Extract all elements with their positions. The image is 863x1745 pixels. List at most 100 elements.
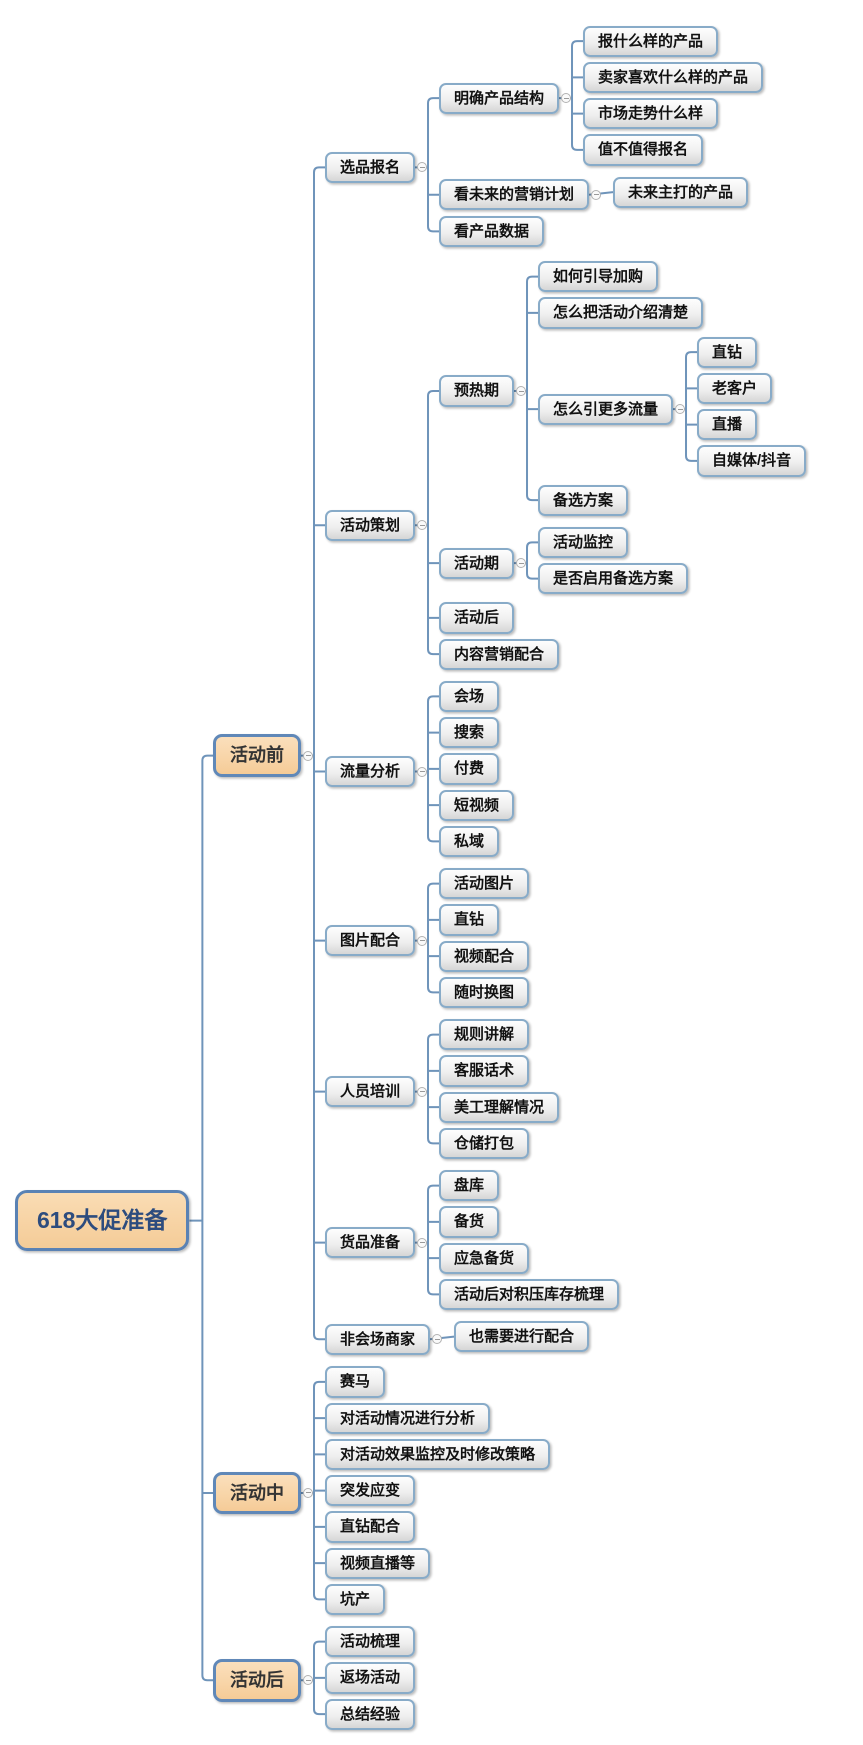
leaf-node[interactable]: 活动图片 bbox=[439, 868, 530, 900]
leaf-node[interactable]: 看产品数据 bbox=[439, 215, 545, 247]
branch-node[interactable]: 货品准备 bbox=[325, 1227, 416, 1259]
leaf-node[interactable]: 市场走势什么样 bbox=[583, 98, 719, 130]
leaf-node[interactable]: 客服话术 bbox=[439, 1055, 530, 1087]
node-label: 对活动情况进行分析 bbox=[340, 1409, 476, 1427]
node-label: 活动中 bbox=[230, 1482, 284, 1503]
collapse-minus-icon[interactable] bbox=[516, 558, 527, 569]
leaf-node[interactable]: 短视频 bbox=[439, 789, 515, 821]
collapse-minus-icon[interactable] bbox=[591, 189, 602, 200]
leaf-node[interactable]: 怎么把活动介绍清楚 bbox=[538, 297, 704, 329]
node-label: 仓储打包 bbox=[454, 1134, 515, 1152]
primary-branch-node[interactable]: 活动中 bbox=[213, 1471, 301, 1515]
node-label: 流量分析 bbox=[340, 762, 401, 780]
leaf-node[interactable]: 直播 bbox=[697, 409, 758, 441]
leaf-node[interactable]: 值不值得报名 bbox=[583, 134, 704, 166]
branch-node[interactable]: 选品报名 bbox=[325, 151, 416, 183]
leaf-node[interactable]: 活动后对积压库存梳理 bbox=[439, 1278, 620, 1310]
leaf-node[interactable]: 内容营销配合 bbox=[439, 638, 560, 670]
branch-node[interactable]: 怎么引更多流量 bbox=[538, 393, 674, 425]
node-label: 怎么引更多流量 bbox=[553, 400, 659, 418]
node-label: 活动期 bbox=[454, 554, 500, 572]
leaf-node[interactable]: 直钻配合 bbox=[325, 1511, 416, 1543]
leaf-node[interactable]: 活动梳理 bbox=[325, 1626, 416, 1658]
node-label: 直钻 bbox=[712, 343, 743, 361]
node-label: 人员培训 bbox=[340, 1083, 401, 1100]
node-label: 活动后 bbox=[230, 1669, 284, 1690]
node-label: 短视频 bbox=[454, 796, 500, 814]
branch-node[interactable]: 预热期 bbox=[439, 375, 515, 407]
leaf-node[interactable]: 盘库 bbox=[439, 1170, 500, 1202]
leaf-node[interactable]: 备货 bbox=[439, 1206, 500, 1238]
node-label: 明确产品结构 bbox=[454, 89, 545, 107]
leaf-node[interactable]: 未来主打的产品 bbox=[613, 176, 749, 208]
leaf-node[interactable]: 对活动效果监控及时修改策略 bbox=[325, 1438, 551, 1470]
node-label: 备货 bbox=[454, 1213, 485, 1231]
collapse-minus-icon[interactable] bbox=[561, 93, 572, 104]
collapse-minus-icon[interactable] bbox=[417, 1086, 428, 1097]
leaf-node[interactable]: 卖家喜欢什么样的产品 bbox=[583, 61, 764, 93]
leaf-node[interactable]: 规则讲解 bbox=[439, 1019, 530, 1051]
branch-node[interactable]: 流量分析 bbox=[325, 755, 416, 788]
leaf-node[interactable]: 会场 bbox=[439, 680, 500, 712]
collapse-minus-icon[interactable] bbox=[417, 935, 428, 946]
primary-branch-node[interactable]: 活动后 bbox=[213, 1658, 301, 1702]
leaf-node[interactable]: 付费 bbox=[439, 753, 500, 785]
leaf-node[interactable]: 也需要进行配合 bbox=[454, 1321, 590, 1353]
node-label: 图片配合 bbox=[340, 932, 401, 949]
collapse-minus-icon[interactable] bbox=[417, 520, 428, 531]
leaf-node[interactable]: 总结经验 bbox=[325, 1698, 416, 1730]
collapse-minus-icon[interactable] bbox=[303, 1487, 313, 1498]
leaf-node[interactable]: 视频配合 bbox=[439, 940, 530, 972]
leaf-node[interactable]: 随时换图 bbox=[439, 976, 530, 1008]
node-label: 美工理解情况 bbox=[454, 1098, 545, 1116]
node-label: 规则讲解 bbox=[454, 1026, 515, 1043]
node-label: 直钻 bbox=[454, 911, 485, 929]
node-label: 会场 bbox=[454, 687, 485, 705]
leaf-node[interactable]: 坑产 bbox=[325, 1583, 386, 1615]
node-label: 直播 bbox=[712, 416, 743, 433]
collapse-minus-icon[interactable] bbox=[417, 1237, 428, 1248]
leaf-node[interactable]: 自媒体/抖音 bbox=[697, 445, 807, 477]
leaf-node[interactable]: 赛马 bbox=[325, 1366, 386, 1398]
branch-node[interactable]: 明确产品结构 bbox=[439, 82, 560, 114]
branch-node[interactable]: 图片配合 bbox=[325, 925, 416, 957]
leaf-node[interactable]: 是否启用备选方案 bbox=[538, 563, 689, 595]
node-label: 预热期 bbox=[454, 382, 500, 400]
branch-node[interactable]: 非会场商家 bbox=[325, 1323, 431, 1355]
node-label: 是否启用备选方案 bbox=[553, 570, 674, 587]
leaf-node[interactable]: 活动后 bbox=[439, 602, 515, 634]
collapse-minus-icon[interactable] bbox=[432, 1334, 443, 1345]
node-label: 对活动效果监控及时修改策略 bbox=[340, 1445, 536, 1463]
leaf-node[interactable]: 老客户 bbox=[697, 372, 773, 404]
branch-node[interactable]: 活动策划 bbox=[325, 509, 416, 541]
branch-node[interactable]: 看未来的营销计划 bbox=[439, 179, 590, 211]
collapse-minus-icon[interactable] bbox=[417, 162, 428, 173]
leaf-node[interactable]: 直钻 bbox=[439, 904, 500, 936]
leaf-node[interactable]: 仓储打包 bbox=[439, 1127, 530, 1159]
leaf-node[interactable]: 视频直播等 bbox=[325, 1547, 431, 1579]
node-label: 返场活动 bbox=[340, 1669, 401, 1687]
leaf-node[interactable]: 对活动情况进行分析 bbox=[325, 1402, 491, 1434]
node-label: 自媒体/抖音 bbox=[712, 452, 792, 470]
collapse-minus-icon[interactable] bbox=[417, 766, 428, 777]
node-label: 赛马 bbox=[340, 1373, 371, 1391]
leaf-node[interactable]: 美工理解情况 bbox=[439, 1091, 560, 1123]
leaf-node[interactable]: 直钻 bbox=[697, 336, 758, 368]
leaf-node[interactable]: 搜索 bbox=[439, 717, 500, 749]
primary-branch-node[interactable]: 活动前 bbox=[213, 734, 301, 777]
branch-node[interactable]: 活动期 bbox=[439, 547, 515, 579]
collapse-minus-icon[interactable] bbox=[303, 750, 313, 761]
root-node[interactable]: 618大促准备 bbox=[15, 1190, 190, 1251]
node-label: 活动监控 bbox=[553, 533, 614, 551]
leaf-node[interactable]: 私域 bbox=[439, 825, 500, 857]
branch-node[interactable]: 人员培训 bbox=[325, 1076, 416, 1108]
leaf-node[interactable]: 如何引导加购 bbox=[538, 261, 659, 293]
leaf-node[interactable]: 突发应变 bbox=[325, 1475, 416, 1507]
collapse-minus-icon[interactable] bbox=[516, 386, 527, 396]
collapse-minus-icon[interactable] bbox=[675, 404, 686, 415]
leaf-node[interactable]: 活动监控 bbox=[538, 526, 629, 558]
leaf-node[interactable]: 应急备货 bbox=[439, 1242, 530, 1274]
leaf-node[interactable]: 备选方案 bbox=[538, 484, 629, 516]
leaf-node[interactable]: 返场活动 bbox=[325, 1662, 416, 1694]
leaf-node[interactable]: 报什么样的产品 bbox=[583, 25, 719, 57]
